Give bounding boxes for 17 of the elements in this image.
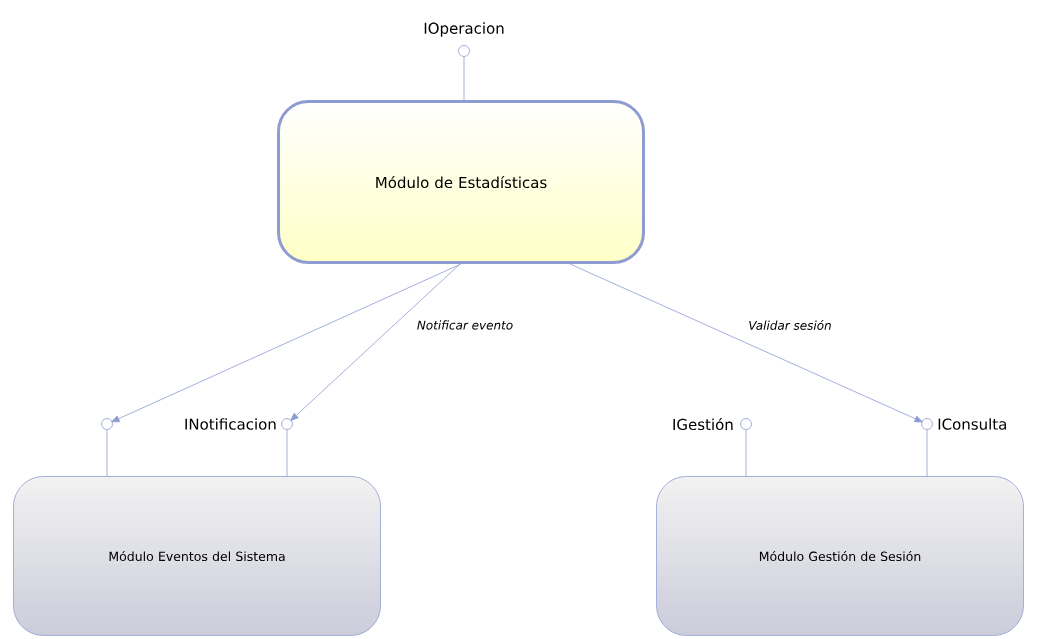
arrow bbox=[290, 263, 461, 421]
connector-line bbox=[286, 429, 288, 477]
connector-line bbox=[463, 56, 465, 101]
connector-line bbox=[106, 429, 108, 477]
arrow bbox=[569, 263, 923, 423]
edge-label: Validar sesión bbox=[749, 320, 831, 330]
arrow bbox=[111, 263, 462, 423]
connector-line bbox=[745, 429, 747, 477]
edge-label: Notificar evento bbox=[417, 320, 513, 330]
interface-label: IOperacion bbox=[424, 22, 504, 37]
interface-label: INotificacion bbox=[185, 418, 276, 430]
module-box: Módulo Eventos del Sistema bbox=[13, 476, 381, 636]
module-box: Módulo de Estadísticas bbox=[277, 100, 645, 264]
module-box: Módulo Gestión de Sesión bbox=[656, 476, 1024, 636]
interface-label: IConsulta bbox=[938, 418, 1006, 430]
connector-line bbox=[926, 429, 928, 477]
interface-label: IGestión bbox=[673, 417, 733, 431]
